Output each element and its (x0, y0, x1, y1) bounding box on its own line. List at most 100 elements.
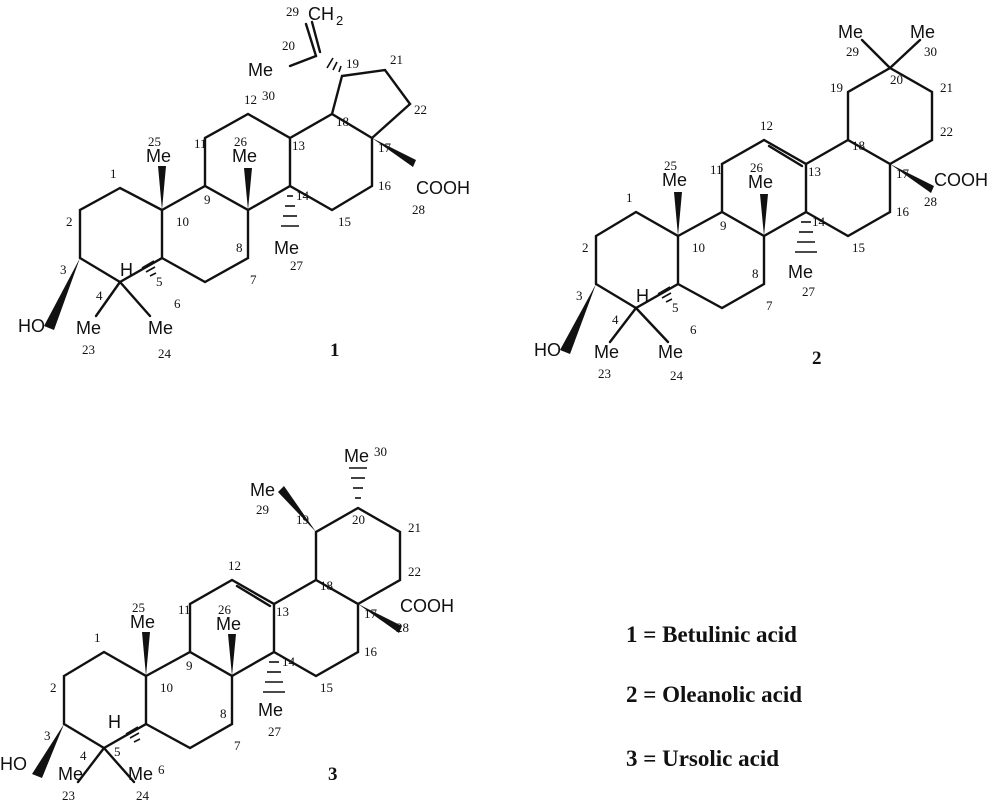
atom-locant-label: 1 (626, 190, 633, 205)
compound-1-me-label: Me (148, 318, 173, 338)
compound-3-number: 3 (328, 764, 338, 785)
skeletal-bond (888, 38, 922, 70)
compound-3-bonds (62, 506, 402, 784)
atom-locant-label: 1 (94, 630, 101, 645)
hash-bond-segment (326, 57, 334, 69)
compound-3-wedge-bonds (32, 486, 402, 778)
skeletal-bond (846, 66, 934, 166)
atom-locant-label: 6 (690, 322, 697, 337)
compound-1-ch2-subscript: 2 (336, 13, 343, 28)
skeletal-bond (304, 22, 318, 58)
compound-3-me-label: Me (258, 700, 283, 720)
compound-2-bonds (594, 38, 934, 344)
atom-locant-label: 9 (720, 218, 727, 233)
compound-1-locants: 1 2 3 4 5 6 7 8 9 10 11 12 13 14 15 16 1… (60, 4, 427, 361)
skeletal-bond (288, 54, 318, 68)
atom-locant-label: 11 (710, 162, 723, 177)
hash-bond-segment (133, 738, 141, 743)
compound-2-me-label: Me (748, 172, 773, 192)
atom-locant-label: 17 (378, 140, 392, 155)
compound-3-me-label: Me (58, 764, 83, 784)
legend-number: 1 (626, 622, 643, 647)
wedge-bond (372, 138, 416, 167)
compound-1-number: 1 (330, 340, 340, 361)
skeletal-bond (767, 144, 804, 168)
atom-locant-label: 21 (940, 80, 953, 95)
atom-locant-label: 5 (672, 300, 679, 315)
atom-locant-label: 28 (412, 202, 425, 217)
atom-locant-label: 3 (60, 262, 67, 277)
skeletal-bond (634, 306, 670, 344)
atom-locant-label: 28 (396, 620, 409, 635)
compound-2-group-labels: HO H COOH Me Me Me Me Me Me Me (534, 22, 988, 362)
atom-locant-label: 13 (276, 604, 289, 619)
atom-locant-label: 12 (228, 558, 241, 573)
atom-locant-label: 13 (808, 164, 821, 179)
skeletal-bond (860, 38, 892, 70)
compound-1-me-label: Me (274, 238, 299, 258)
legend-name: Oleanolic acid (662, 682, 802, 707)
compound-2-me-label: Me (910, 22, 935, 42)
skeletal-bond (118, 280, 152, 318)
hash-bond-segment (661, 292, 672, 299)
compound-3-structure: HO H COOH Me Me Me Me Me Me Me 1 2 3 4 5… (0, 444, 454, 803)
skeletal-bond (272, 578, 360, 678)
atom-locant-label: 3 (44, 728, 51, 743)
compound-3-cooh-label: COOH (400, 596, 454, 616)
compound-1-me-label: Me (76, 318, 101, 338)
atom-locant-label: 10 (176, 214, 189, 229)
compound-2-structure: HO H COOH Me Me Me Me Me Me Me 1 2 3 4 5… (534, 22, 988, 383)
skeletal-bond (804, 138, 892, 238)
atom-locant-label: 16 (896, 204, 910, 219)
atom-locant-label: 2 (66, 214, 73, 229)
compound-3-me-label: Me (128, 764, 153, 784)
atom-locant-label: 23 (598, 366, 611, 381)
skeletal-bond (94, 280, 122, 318)
legend-name: Betulinic acid (662, 622, 797, 647)
compound-3-oh-label: HO (0, 754, 27, 774)
atom-locant-label: 12 (760, 118, 773, 133)
skeletal-bond (235, 584, 272, 608)
atom-locant-label: 7 (250, 272, 257, 287)
compound-1-me-label: Me (248, 60, 273, 80)
atom-locant-label: 13 (292, 138, 305, 153)
atom-locant-label: 8 (236, 240, 243, 255)
legend-item-1: 1 = Betulinic acid (626, 622, 797, 647)
atom-locant-label: 21 (390, 52, 403, 67)
atom-locant-label: 5 (114, 744, 121, 759)
legend-equals: = (643, 682, 662, 707)
compound-1-structure: HO H COOH Me Me Me Me Me Me CH 2 1 2 3 4… (18, 4, 470, 361)
compound-2-wedge-bonds (560, 164, 934, 354)
atom-locant-label: 17 (896, 166, 910, 181)
atom-locant-label: 21 (408, 520, 421, 535)
atom-locant-label: 10 (160, 680, 173, 695)
wedge-bond (142, 632, 150, 676)
atom-locant-label: 4 (96, 288, 103, 303)
atom-locant-label: 3 (576, 288, 583, 303)
atom-locant-label: 23 (62, 788, 75, 803)
atom-locant-label: 26 (234, 134, 248, 149)
atom-locant-label: 29 (256, 502, 269, 517)
skeletal-bond (76, 746, 106, 784)
atom-locant-label: 14 (282, 654, 296, 669)
atom-locant-label: 11 (178, 602, 191, 617)
legend-name: Ursolic acid (662, 746, 779, 771)
atom-locant-label: 20 (282, 38, 295, 53)
atom-locant-label: 11 (194, 136, 207, 151)
skeletal-bond (102, 746, 136, 784)
hash-bond-segment (657, 286, 671, 295)
wedge-bond (158, 166, 166, 210)
compound-legend: 1 = Betulinic acid 2 = Oleanolic acid 3 … (626, 622, 802, 771)
atom-locant-label: 25 (664, 158, 677, 173)
wedge-bond (278, 486, 316, 532)
compound-3-hash-bonds (125, 467, 367, 743)
wedge-bond (244, 168, 252, 210)
atom-locant-label: 24 (670, 368, 684, 383)
hash-bond-segment (149, 272, 157, 277)
skeletal-bond (62, 650, 148, 750)
atom-locant-label: 29 (286, 4, 299, 19)
compound-3-me-label: Me (216, 614, 241, 634)
atom-locant-label: 26 (750, 160, 764, 175)
atom-locant-label: 20 (890, 72, 903, 87)
